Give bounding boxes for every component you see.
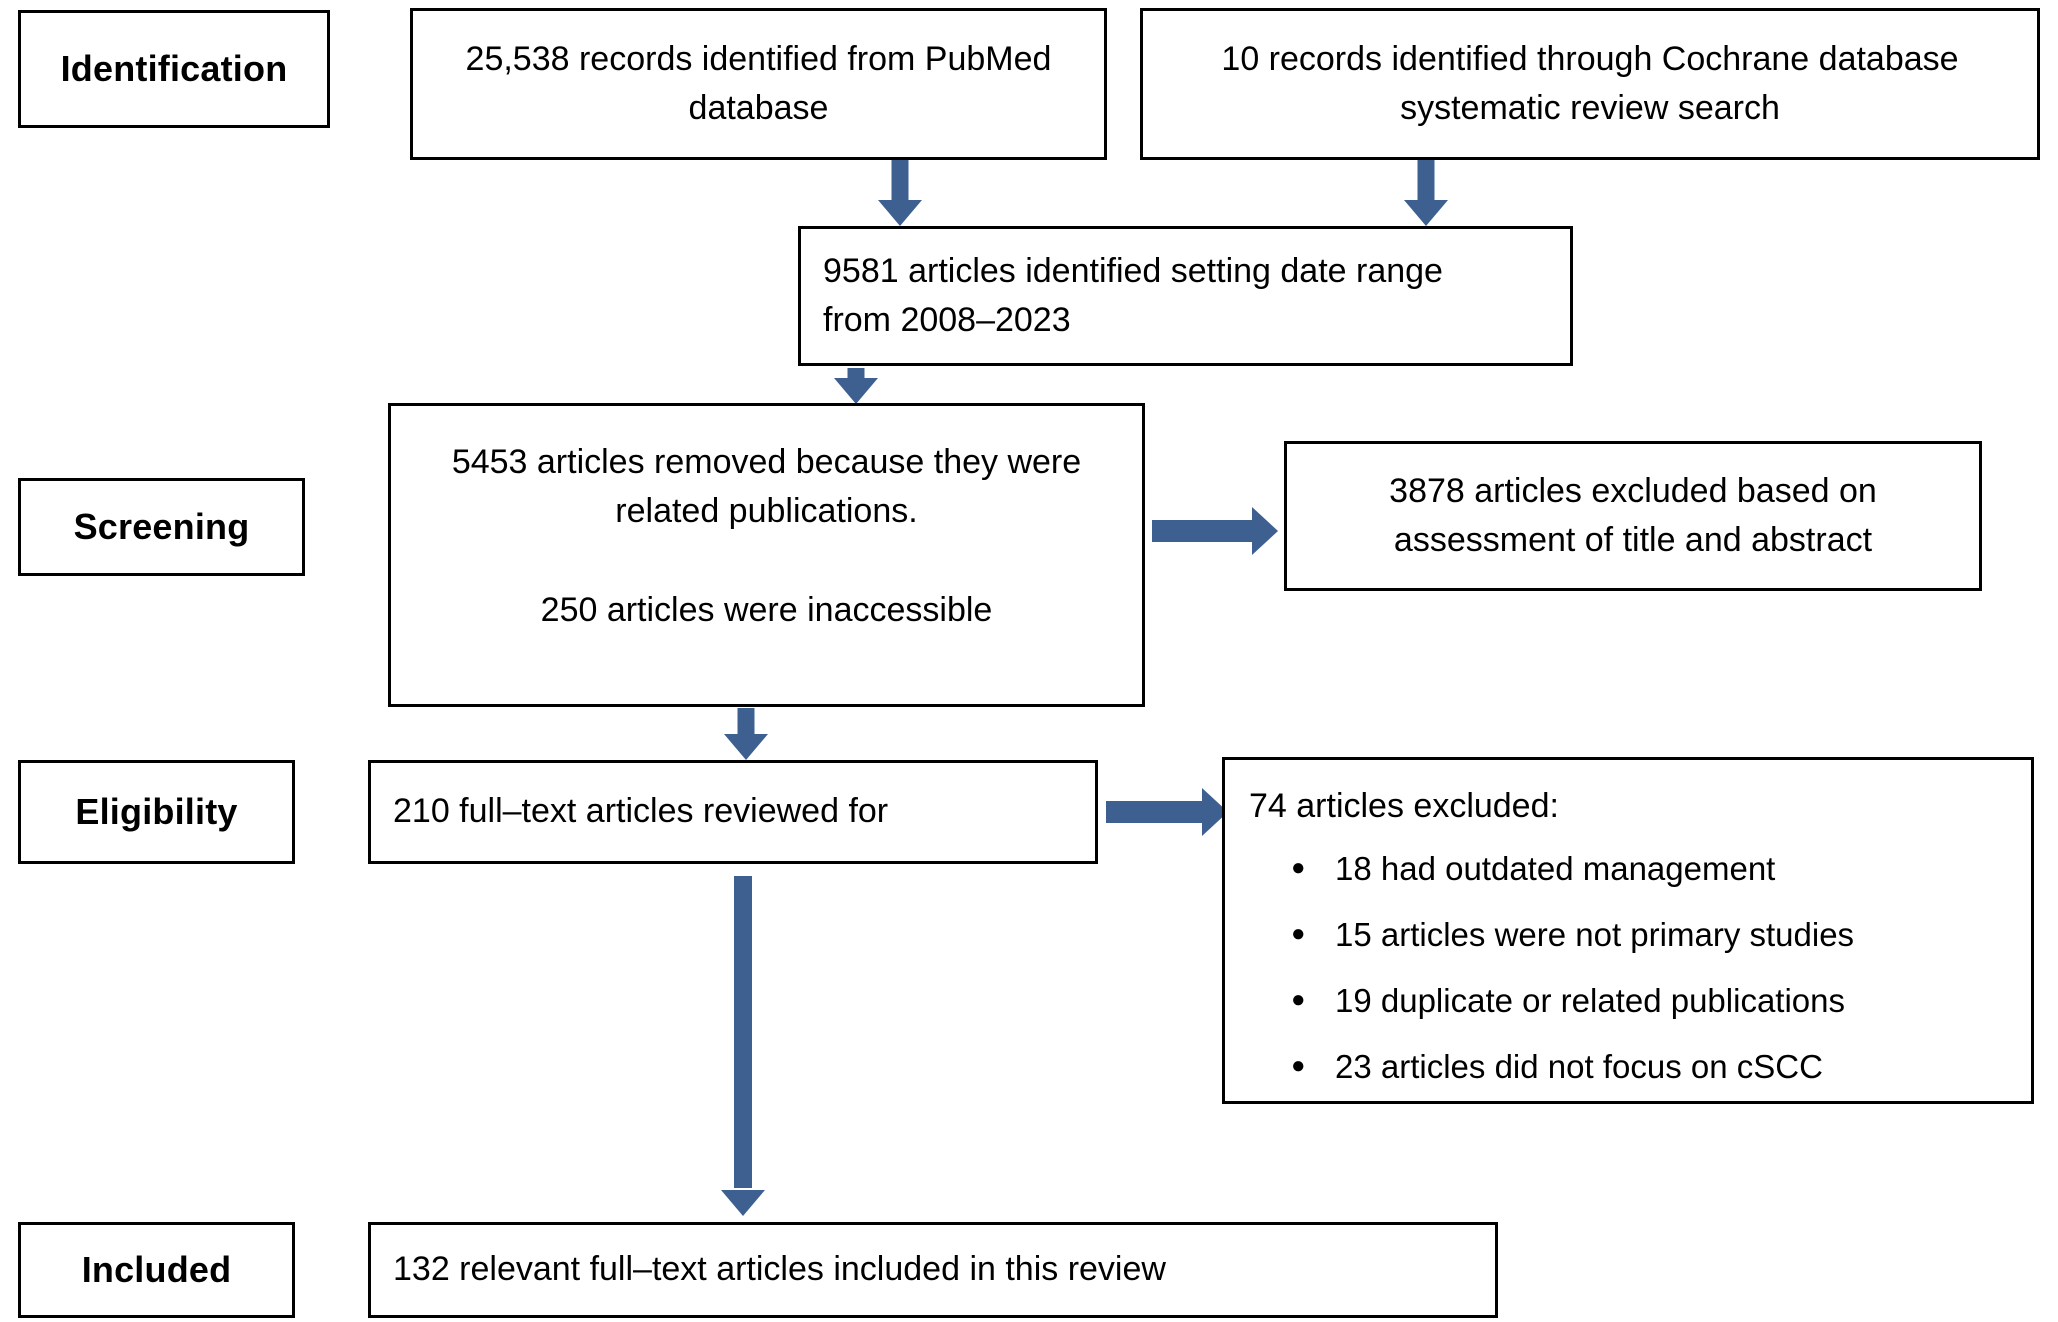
node-excluded-title-abstract: 3878 articles excluded based on assessme… [1284, 441, 1982, 591]
list-item-label: 18 had outdated management [1335, 850, 1776, 888]
arrow-head [878, 200, 922, 226]
node-excluded-detail-content: 74 articles excluded: ● 18 had outdated … [1225, 760, 1854, 1091]
arrow-fulltext-to-excluded-detail [1106, 788, 1228, 836]
bullet-icon: ● [1291, 985, 1306, 1013]
list-item: ● 23 articles did not focus on cSCC [1291, 1043, 1854, 1091]
stage-label-identification-text: Identification [60, 48, 288, 89]
arrow-fulltext-to-included [721, 876, 765, 1216]
node-excluded-detail: 74 articles excluded: ● 18 had outdated … [1222, 757, 2034, 1104]
node-pubmed-line2: database [688, 89, 829, 127]
node-removed-p2: 250 articles were inaccessible [540, 590, 993, 629]
arrow-pubmed-to-date-range [878, 160, 922, 226]
stage-label-identification: Identification [18, 10, 330, 128]
node-pubmed-records: 25,538 records identified from PubMed da… [410, 8, 1107, 160]
arrow-head [724, 734, 768, 760]
stage-label-screening: Screening [18, 478, 305, 576]
arrow-removed-to-fulltext [724, 708, 768, 760]
excluded-reasons-list: ● 18 had outdated management ● 15 articl… [1249, 845, 1854, 1090]
node-included-final-label: 132 relevant full–text articles included… [393, 1250, 1166, 1289]
arrow-head [721, 1190, 765, 1216]
node-date-range-text: 9581 articles identified setting date ra… [801, 247, 1570, 346]
node-pubmed-line1: 25,538 records identified from PubMed [465, 39, 1052, 78]
arrow-removed-to-excluded-title-abstract [1152, 507, 1278, 555]
node-articles-removed: 5453 articles removed because they were … [388, 403, 1145, 707]
node-articles-removed-text: 5453 articles removed because they were … [434, 438, 1099, 635]
node-removed-p1-line2: related publications. [615, 492, 918, 531]
arrow-cochrane-to-date-range [1404, 160, 1448, 226]
list-item-label: 15 articles were not primary studies [1335, 916, 1855, 954]
list-item: ● 15 articles were not primary studies [1291, 911, 1855, 959]
arrow-shaft [1417, 160, 1435, 204]
node-excluded-ta-line1: 3878 articles excluded based on [1389, 471, 1877, 510]
node-fulltext-reviewed-label: 210 full–text articles reviewed for [393, 792, 889, 831]
node-cochrane-line1: 10 records identified through Cochrane d… [1221, 39, 1959, 78]
arrow-shaft [737, 708, 755, 736]
node-date-range: 9581 articles identified setting date ra… [798, 226, 1573, 366]
node-fulltext-reviewed: 210 full–text articles reviewed for [368, 760, 1098, 864]
node-excluded-detail-title: 74 articles excluded: [1249, 787, 1559, 825]
arrow-head [1252, 507, 1278, 555]
list-item: ● 18 had outdated management [1291, 845, 1854, 893]
arrow-shaft [847, 368, 865, 380]
list-item-label: 19 duplicate or related publications [1335, 981, 1846, 1019]
node-cochrane-line2: systematic review search [1400, 89, 1780, 127]
stage-label-included-text: Included [81, 1249, 232, 1290]
arrow-shaft [734, 876, 752, 1188]
node-cochrane-records: 10 records identified through Cochrane d… [1140, 8, 2040, 160]
bullet-icon: ● [1291, 1051, 1306, 1079]
node-date-range-line2: from 2008–2023 [823, 301, 1071, 339]
stage-label-eligibility: Eligibility [18, 760, 295, 864]
bullet-icon: ● [1291, 920, 1306, 948]
node-fulltext-reviewed-text: 210 full–text articles reviewed for [371, 787, 1095, 836]
arrow-shaft [1152, 520, 1256, 542]
node-date-range-line1: 9581 articles identified setting date ra… [823, 251, 1443, 290]
node-pubmed-records-text: 25,538 records identified from PubMed da… [448, 35, 1070, 134]
node-excluded-ta-line2: assessment of title and abstract [1393, 521, 1873, 559]
bullet-icon: ● [1291, 854, 1306, 882]
stage-label-eligibility-text: Eligibility [75, 791, 238, 832]
node-included-final: 132 relevant full–text articles included… [368, 1222, 1498, 1318]
node-included-final-text: 132 relevant full–text articles included… [371, 1245, 1495, 1294]
arrow-head [834, 378, 878, 404]
node-cochrane-records-text: 10 records identified through Cochrane d… [1203, 35, 1976, 134]
arrow-shaft [1106, 801, 1206, 823]
node-excluded-title-abstract-text: 3878 articles excluded based on assessme… [1371, 467, 1895, 566]
arrow-shaft [891, 160, 909, 204]
list-item: ● 19 duplicate or related publications [1291, 977, 1854, 1025]
node-removed-p1-line1: 5453 articles removed because they were [451, 443, 1082, 481]
arrow-date-range-to-removed [834, 368, 878, 404]
arrow-head [1404, 200, 1448, 226]
stage-label-included: Included [18, 1222, 295, 1318]
list-item-label: 23 articles did not focus on cSCC [1335, 1047, 1823, 1085]
stage-label-screening-text: Screening [73, 506, 250, 547]
